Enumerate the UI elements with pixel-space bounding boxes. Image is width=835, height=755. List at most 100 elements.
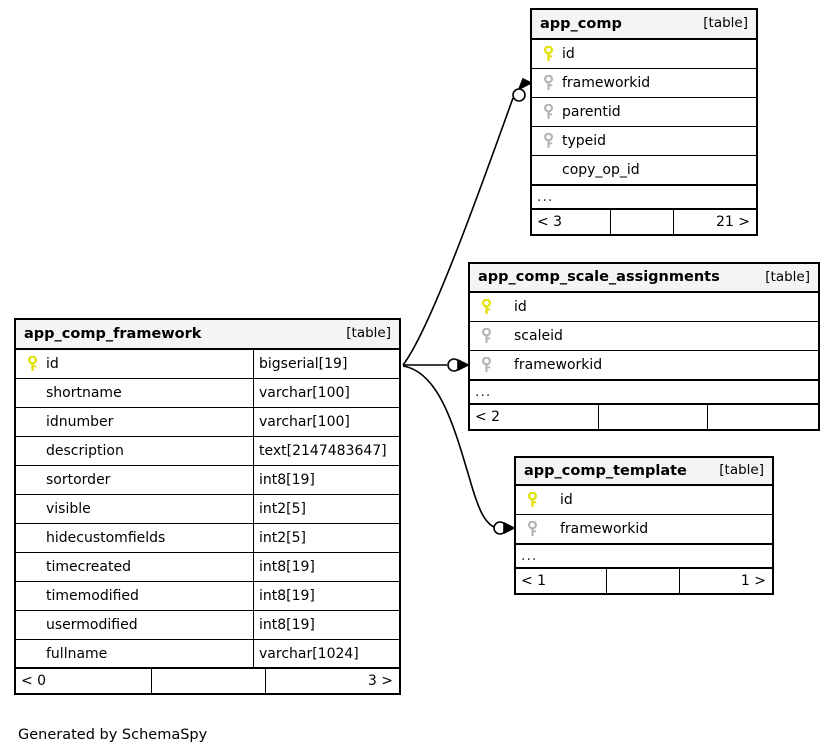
table-app-comp[interactable]: app_comp [table] id bbox=[530, 8, 758, 236]
table-row[interactable]: parentid bbox=[532, 98, 756, 127]
table-title: app_comp_framework bbox=[24, 325, 202, 342]
footer-outgoing-count[interactable] bbox=[708, 405, 818, 429]
table-title: app_comp_template bbox=[524, 462, 687, 479]
column-name: id bbox=[560, 492, 573, 508]
footer-middle bbox=[606, 569, 680, 593]
table-header: app_comp_framework [table] bbox=[16, 320, 399, 350]
table-row[interactable]: shortname varchar[100] bbox=[16, 379, 399, 408]
footer-outgoing-count[interactable]: 21 > bbox=[716, 214, 750, 230]
column-cell: id bbox=[532, 40, 756, 68]
column-type: varchar[1024] bbox=[253, 640, 399, 667]
more-columns-indicator: ... bbox=[470, 380, 818, 405]
column-name: hidecustomfields bbox=[46, 530, 166, 546]
key-icon-primary bbox=[538, 46, 558, 62]
column-name: id bbox=[562, 46, 575, 62]
table-row[interactable]: visible int2[5] bbox=[16, 495, 399, 524]
column-cell: usermodified bbox=[16, 611, 253, 639]
column-type: int8[19] bbox=[253, 466, 399, 494]
column-name: id bbox=[46, 356, 59, 372]
edge-endpoint-circle bbox=[447, 358, 461, 372]
table-footer: < 2 bbox=[470, 405, 818, 429]
key-icon-foreign bbox=[476, 357, 496, 373]
table-row[interactable]: fullname varchar[1024] bbox=[16, 640, 399, 669]
column-name: copy_op_id bbox=[562, 162, 640, 178]
key-icon-foreign bbox=[538, 75, 558, 91]
table-row[interactable]: id bbox=[516, 486, 772, 515]
column-name: sortorder bbox=[46, 472, 111, 488]
table-tag: [table] bbox=[719, 462, 764, 479]
table-row[interactable]: timecreated int8[19] bbox=[16, 553, 399, 582]
column-name: parentid bbox=[562, 104, 621, 120]
table-row[interactable]: id bbox=[532, 40, 756, 69]
column-type: bigserial[19] bbox=[253, 350, 399, 378]
column-cell: timemodified bbox=[16, 582, 253, 610]
edge-arrowhead bbox=[457, 359, 469, 371]
table-row[interactable]: frameworkid bbox=[532, 69, 756, 98]
column-cell: typeid bbox=[532, 127, 756, 155]
edge-endpoint-circle bbox=[512, 88, 526, 102]
table-footer: < 0 3 > bbox=[16, 669, 399, 693]
key-icon-foreign bbox=[476, 328, 496, 344]
column-name: typeid bbox=[562, 133, 607, 149]
column-cell: shortname bbox=[16, 379, 253, 407]
column-type: int8[19] bbox=[253, 553, 399, 581]
footer-incoming-count[interactable]: < 3 bbox=[537, 214, 563, 230]
more-columns-indicator: ... bbox=[532, 185, 756, 210]
table-footer: < 1 1 > bbox=[516, 569, 772, 593]
column-cell: description bbox=[16, 437, 253, 465]
key-icon-foreign bbox=[538, 133, 558, 149]
table-row[interactable]: copy_op_id bbox=[532, 156, 756, 185]
table-row[interactable]: description text[2147483647] bbox=[16, 437, 399, 466]
column-name: fullname bbox=[46, 645, 108, 662]
column-cell: id bbox=[516, 486, 772, 514]
table-row[interactable]: sortorder int8[19] bbox=[16, 466, 399, 495]
footer-incoming-count[interactable]: < 2 bbox=[475, 409, 501, 425]
column-type: int8[19] bbox=[253, 611, 399, 639]
column-name: scaleid bbox=[514, 328, 563, 344]
column-name: id bbox=[514, 299, 527, 315]
column-cell: frameworkid bbox=[470, 351, 818, 379]
column-name: description bbox=[46, 443, 124, 459]
table-header: app_comp_scale_assignments [table] bbox=[470, 264, 818, 293]
table-row[interactable]: hidecustomfields int2[5] bbox=[16, 524, 399, 553]
table-row[interactable]: id bigserial[19] bbox=[16, 350, 399, 379]
footer-incoming-count[interactable]: < 0 bbox=[21, 673, 47, 689]
table-row[interactable]: id bbox=[470, 293, 818, 322]
table-app-comp-scale-assignments[interactable]: app_comp_scale_assignments [table] id bbox=[468, 262, 820, 431]
column-type: text[2147483647] bbox=[253, 437, 399, 465]
table-header: app_comp_template [table] bbox=[516, 458, 772, 486]
table-app-comp-framework[interactable]: app_comp_framework [table] id bigserial[… bbox=[14, 318, 401, 695]
table-row[interactable]: typeid bbox=[532, 127, 756, 156]
table-row[interactable]: idnumber varchar[100] bbox=[16, 408, 399, 437]
column-cell: parentid bbox=[532, 98, 756, 126]
column-name: frameworkid bbox=[562, 75, 651, 91]
footer-outgoing-count[interactable]: 1 > bbox=[740, 573, 766, 589]
footer-middle bbox=[598, 405, 708, 429]
footer-outgoing-count[interactable]: 3 > bbox=[367, 673, 393, 689]
table-row[interactable]: usermodified int8[19] bbox=[16, 611, 399, 640]
column-cell: scaleid bbox=[470, 322, 818, 350]
column-name: idnumber bbox=[46, 414, 114, 430]
column-name: timecreated bbox=[46, 559, 131, 575]
column-cell: idnumber bbox=[16, 408, 253, 436]
table-title: app_comp bbox=[540, 15, 622, 32]
column-type: int2[5] bbox=[253, 495, 399, 523]
table-row[interactable]: frameworkid bbox=[470, 351, 818, 380]
column-type: int2[5] bbox=[253, 524, 399, 552]
edge-endpoint-circle bbox=[493, 521, 507, 535]
column-cell: frameworkid bbox=[532, 69, 756, 97]
table-row[interactable]: timemodified int8[19] bbox=[16, 582, 399, 611]
footer-incoming-count[interactable]: < 1 bbox=[521, 573, 547, 589]
table-row[interactable]: scaleid bbox=[470, 322, 818, 351]
column-cell: id bbox=[16, 350, 253, 378]
table-app-comp-template[interactable]: app_comp_template [table] id bbox=[514, 456, 774, 595]
column-type: varchar[100] bbox=[253, 408, 399, 436]
column-cell: timecreated bbox=[16, 553, 253, 581]
column-name: shortname bbox=[46, 385, 122, 401]
key-icon-primary bbox=[476, 299, 496, 315]
table-row[interactable]: frameworkid bbox=[516, 515, 772, 544]
column-cell: hidecustomfields bbox=[16, 524, 253, 552]
table-footer: < 3 21 > bbox=[532, 210, 756, 234]
column-cell: copy_op_id bbox=[532, 156, 756, 184]
